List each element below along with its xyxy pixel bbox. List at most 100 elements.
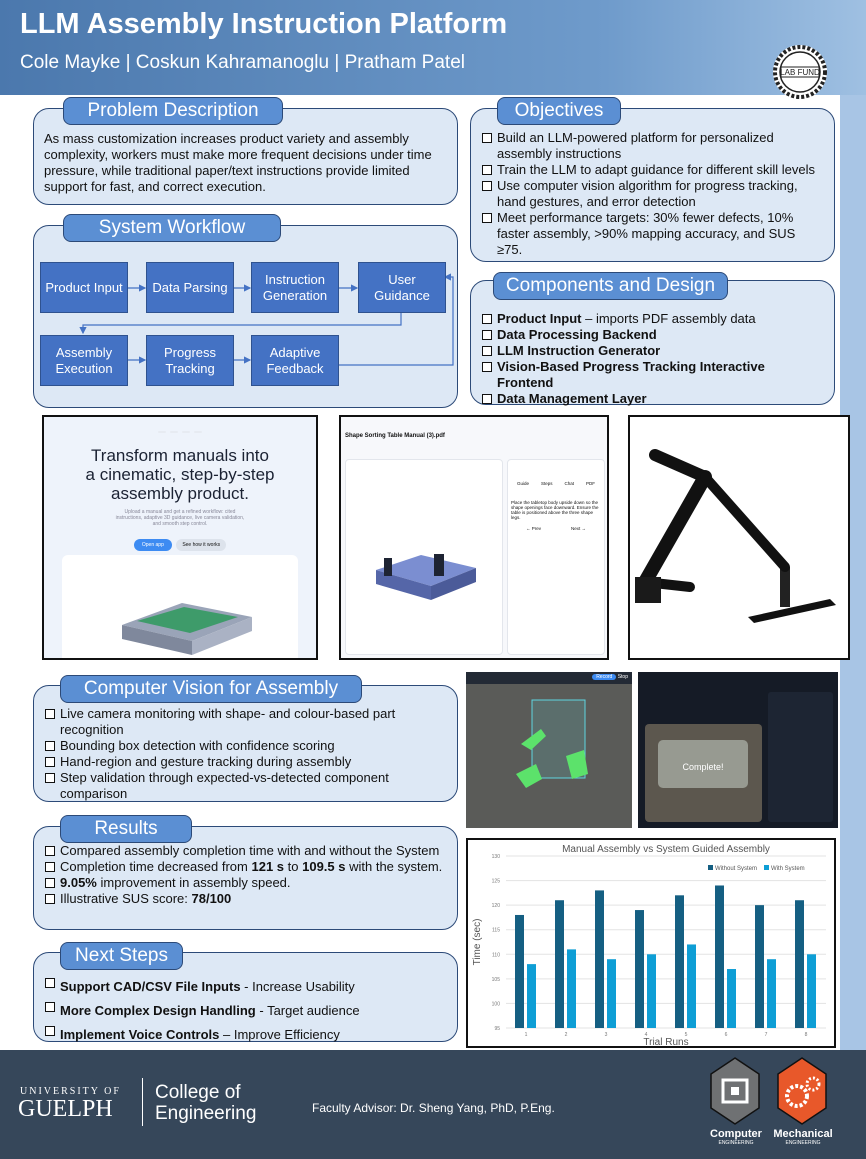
component-item: Product Input – imports PDF assembly dat…: [481, 311, 824, 327]
results-chart: Manual Assembly vs System Guided Assembl…: [466, 838, 836, 1048]
legend-swatch: [708, 865, 713, 870]
legend-label: With System: [771, 866, 805, 872]
component-name: Data Processing Backend: [497, 327, 657, 342]
next-steps-heading: Next Steps: [60, 942, 183, 970]
legend-label: Without System: [715, 866, 757, 872]
result-text: Illustrative SUS score:: [60, 891, 192, 906]
poster-title: LLM Assembly Instruction Platform: [20, 8, 508, 40]
component-name: LLM Instruction Generator: [497, 343, 661, 358]
prev-button: ← Prev: [525, 526, 541, 531]
workflow-step: Product Input: [40, 262, 128, 313]
y-tick-label: 130: [492, 854, 501, 860]
college-name: College of Engineering: [155, 1082, 257, 1124]
bar-with-system: [527, 964, 536, 1028]
result-text: to: [284, 859, 303, 874]
footer: UNIVERSITY OF GUELPH College of Engineer…: [0, 1050, 866, 1159]
chart-title: Manual Assembly vs System Guided Assembl…: [562, 844, 770, 855]
x-axis-label: Trial Runs: [643, 1037, 688, 1046]
y-axis-label: Time (sec): [472, 919, 483, 966]
component-name: Data Management Layer: [497, 391, 647, 406]
robot-arm-render: [628, 415, 850, 660]
3d-viewer: [376, 554, 476, 600]
component-item: Vision-Based Progress Tracking Interacti…: [481, 359, 824, 391]
landing-page-screenshot: Transform manuals into a cinematic, step…: [42, 415, 318, 660]
objectives-heading: Objectives: [497, 97, 621, 125]
x-tick-label: 6: [725, 1032, 728, 1038]
cv-detection-screenshot: Record Stop: [466, 672, 632, 828]
next-step-item: Support CAD/CSV File Inputs - Increase U…: [44, 975, 447, 999]
faculty-advisor: Faculty Advisor: Dr. Sheng Yang, PhD, P.…: [312, 1101, 555, 1115]
guelph-wordmark: GUELPH: [18, 1096, 113, 1122]
next-step-item: Implement Voice Controls – Improve Effic…: [44, 1023, 447, 1047]
cv-item: Step validation through expected-vs-dete…: [44, 770, 447, 802]
next-step-desc: – Improve Efficiency: [219, 1027, 340, 1042]
y-tick-label: 105: [492, 977, 501, 983]
open-app-button: Open app: [133, 539, 172, 551]
result-text: with the system.: [345, 859, 443, 874]
workflow-step: Assembly Execution: [40, 335, 128, 386]
bar-with-system: [727, 969, 736, 1028]
computer-sub: ENGINEERING: [718, 1140, 754, 1146]
bar-without-system: [555, 900, 564, 1028]
result-item: Compared assembly completion time with a…: [44, 843, 447, 859]
bar-with-system: [807, 954, 816, 1028]
component-item: LLM Instruction Generator: [481, 343, 824, 359]
y-tick-label: 115: [492, 928, 500, 934]
next-button: Next →: [570, 526, 586, 531]
legend-swatch: [764, 865, 769, 870]
component-name: Vision-Based Progress Tracking Interacti…: [497, 359, 765, 390]
objective-item: Train the LLM to adapt guidance for diff…: [481, 162, 824, 178]
cv-item: Hand-region and gesture tracking during …: [44, 754, 447, 770]
mechanical-sub: ENGINEERING: [785, 1140, 821, 1146]
bar-without-system: [595, 890, 604, 1028]
tab-chat: Chat: [564, 481, 574, 486]
next-step-name: Support CAD/CSV File Inputs: [60, 979, 241, 994]
x-tick-label: 8: [805, 1032, 808, 1038]
how-it-works-button: See how it works: [176, 539, 227, 551]
x-tick-label: 4: [645, 1032, 648, 1038]
result-text: 78/100: [191, 891, 232, 906]
workflow-heading: System Workflow: [63, 214, 281, 242]
result-text: Completion time decreased from: [60, 859, 252, 874]
active-step-text: Place the tabletop body upside down so t…: [511, 500, 599, 520]
y-tick-label: 110: [492, 952, 500, 958]
result-item: 9.05% improvement in assembly speed.: [44, 875, 447, 891]
authors: Cole Mayke | Coskun Kahramanoglu | Prath…: [20, 52, 465, 73]
workflow-step: Instruction Generation: [251, 262, 339, 313]
poster-header: [0, 0, 866, 95]
component-desc: – imports PDF assembly data: [581, 311, 756, 326]
tab-steps: Steps: [540, 481, 553, 486]
cv-item: Bounding box detection with confidence s…: [44, 738, 447, 754]
cv-panel: Live camera monitoring with shape- and c…: [33, 685, 458, 802]
result-text: 109.5 s: [302, 859, 346, 874]
next-step-name: More Complex Design Handling: [60, 1003, 256, 1018]
bar-without-system: [675, 895, 684, 1028]
component-name: Product Input: [497, 311, 582, 326]
workflow-arrows: [79, 273, 454, 366]
bar-with-system: [647, 954, 656, 1028]
complete-dialog: Complete!: [658, 740, 748, 788]
landing-headline: Transform manuals into a cinematic, step…: [85, 446, 275, 503]
problem-heading: Problem Description: [63, 97, 283, 125]
record-button: Record: [592, 674, 617, 680]
bar-with-system: [567, 949, 576, 1028]
result-text: Compared assembly completion time with a…: [60, 843, 440, 858]
y-tick-label: 95: [494, 1026, 500, 1032]
cv-heading: Computer Vision for Assembly: [60, 675, 362, 703]
computer-label: Computer: [710, 1128, 762, 1140]
result-item: Illustrative SUS score: 78/100: [44, 891, 447, 907]
svg-text:LAB FUND: LAB FUND: [780, 68, 820, 77]
problem-text: As mass customization increases product …: [44, 131, 432, 194]
y-tick-label: 120: [492, 903, 501, 909]
bar-with-system: [687, 944, 696, 1028]
result-text: improvement in assembly speed.: [96, 875, 291, 890]
robot-arm-model: [635, 449, 836, 623]
x-tick-label: 5: [685, 1032, 688, 1038]
component-item: Data Management Layer: [481, 391, 824, 407]
results-heading: Results: [60, 815, 192, 843]
bar-with-system: [607, 959, 616, 1028]
workflow-step: Adaptive Feedback: [251, 335, 339, 386]
mechanical-label: Mechanical: [773, 1128, 833, 1140]
x-tick-label: 7: [765, 1032, 768, 1038]
x-tick-label: 2: [565, 1032, 568, 1038]
